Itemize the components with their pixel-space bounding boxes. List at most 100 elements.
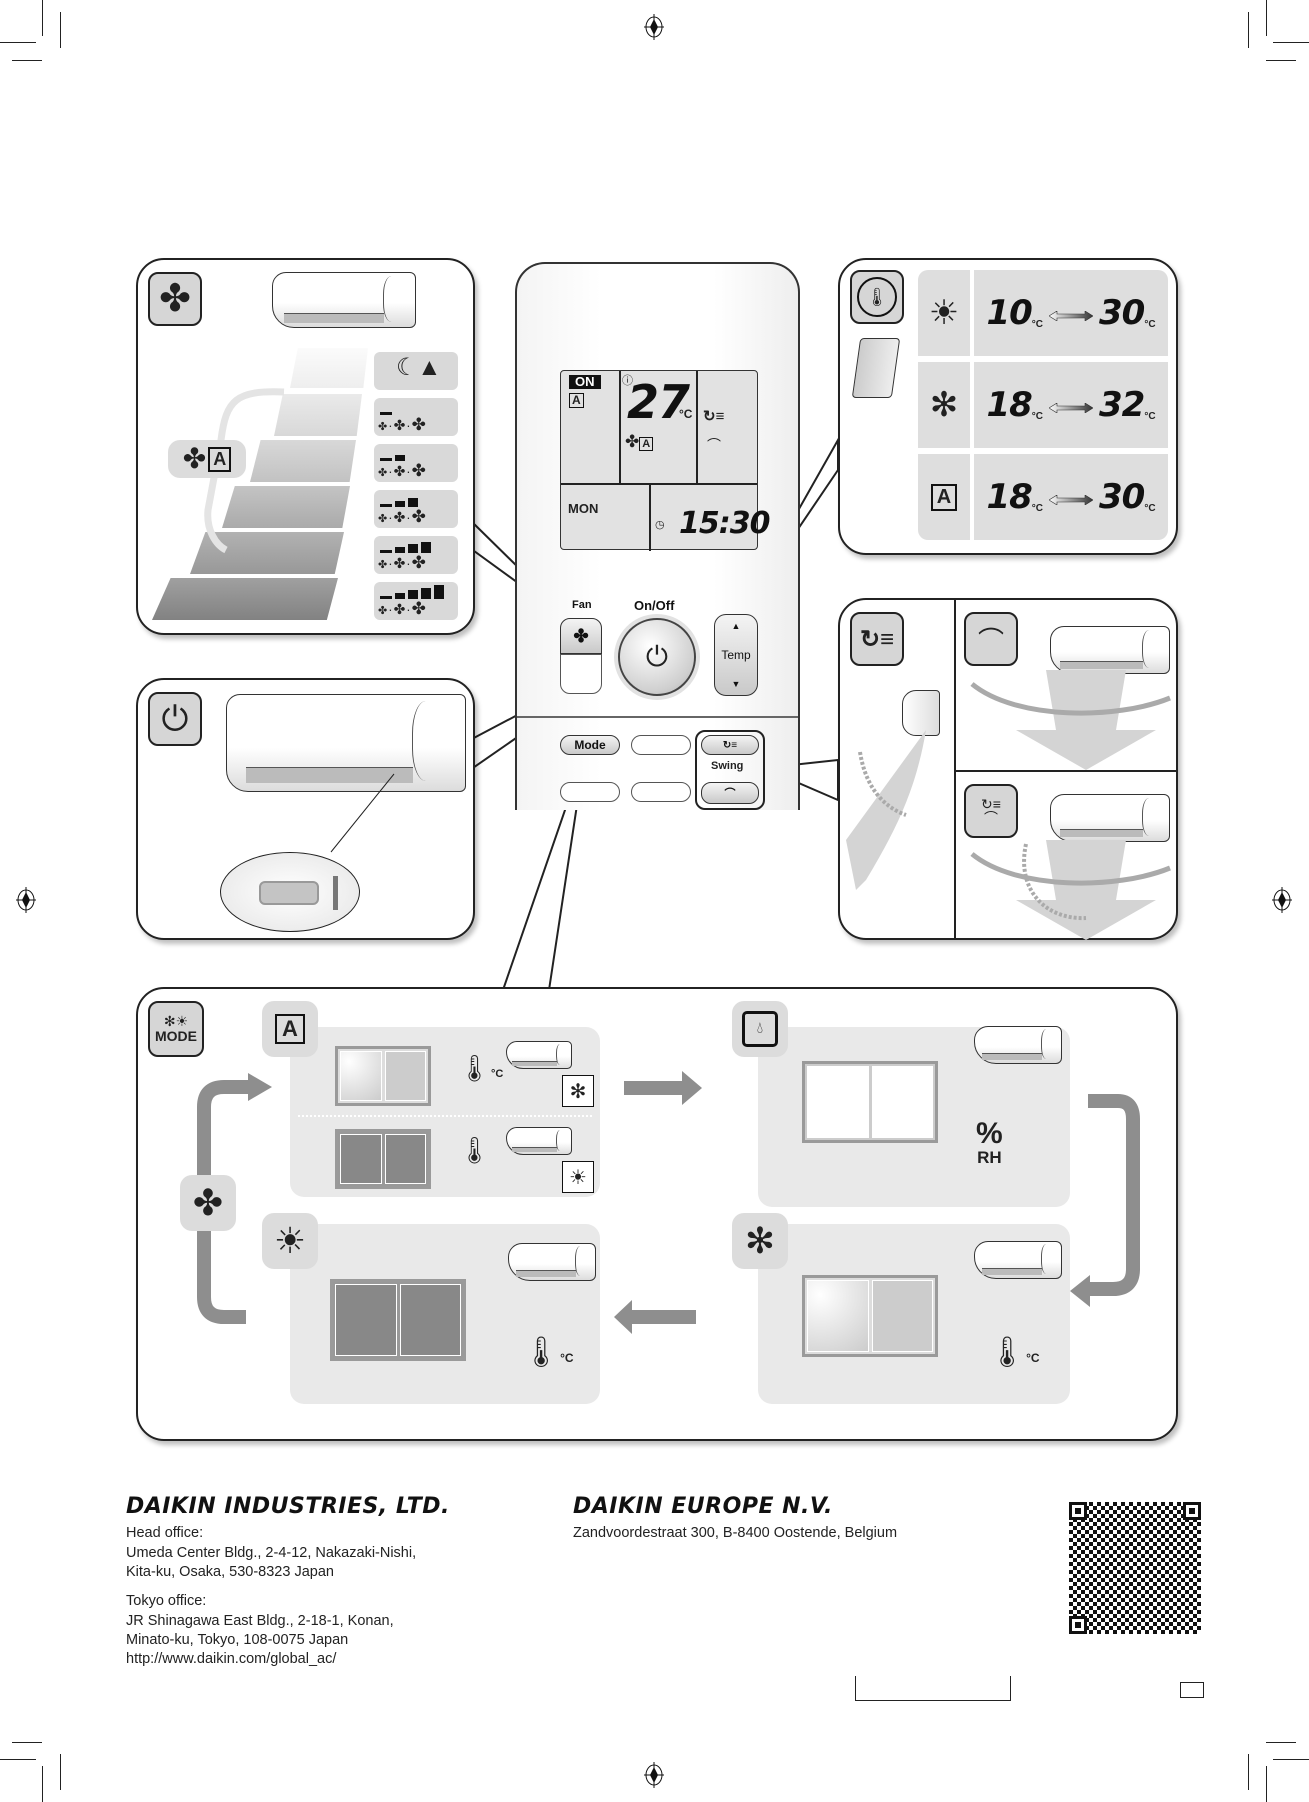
crop-mark [12, 1742, 42, 1743]
snowflake-icon: ✻ [562, 1075, 594, 1107]
temp-row-icon-cool: ✻ [918, 362, 970, 448]
indoor-unit-heating [508, 1243, 596, 1281]
temp-min: 18 [986, 385, 1032, 425]
fan-button-label: Fan [572, 599, 592, 611]
temp-unit: °C [1144, 503, 1156, 514]
fan-button[interactable]: ✤ [560, 618, 602, 654]
head-office-label: Head office: [126, 1525, 204, 1541]
horizontal-swing-icon: ⌒ [707, 437, 721, 453]
snowflake-icon: ✻ [744, 1220, 776, 1261]
thermometer-icon: 🌡︎ [857, 277, 897, 317]
operation-mode-panel: ✻☀ MODE A 🌡︎°C ✻ 🌡︎ ☀ 💧︎ % RH ✻ 🌡︎°C ☀ 🌡… [136, 987, 1178, 1441]
blank-button[interactable] [631, 782, 691, 802]
arrow-auto-to-dry [624, 1081, 682, 1095]
vertical-swing-icon: ↻≡ [859, 625, 895, 653]
speed-option-level-5: ✤·✤·✤ [374, 582, 458, 620]
power-on-badge: ON [569, 375, 601, 389]
mode-badge-label: MODE [155, 1028, 197, 1044]
vertical-swing-badge: ↻≡ [850, 612, 904, 666]
double-arrow-icon [1048, 492, 1094, 506]
crop-mark [1248, 1754, 1249, 1790]
arrow-heat-to-fan [197, 1231, 246, 1324]
speed-bar [421, 541, 431, 553]
vertical-swing-icon: ↻≡ [703, 408, 725, 425]
3d-swing-badge: ↻≡⌒ [964, 784, 1018, 838]
sun-icon: ☀ [562, 1161, 594, 1193]
temp-down-icon[interactable]: ▼ [731, 679, 741, 689]
speed-bar [421, 587, 431, 599]
mode-button[interactable]: Mode [560, 735, 620, 755]
temp-unit: °C [679, 407, 693, 421]
temp-unit: °C [1144, 319, 1156, 330]
3d-airflow-illustration [970, 840, 1171, 940]
speed-bar [395, 592, 405, 599]
speed-bar [408, 498, 418, 507]
fan-scale-icon: ✤·✤·✤ [378, 507, 427, 526]
speed-bars-icon [380, 493, 418, 507]
page-marker-box [1180, 1682, 1204, 1698]
speed-bar [380, 504, 392, 507]
thermometer-icon: ⓘ [622, 375, 633, 387]
vertical-swing-button[interactable]: ↻≡ [701, 735, 759, 755]
speed-bar [380, 412, 392, 415]
crop-mark [1266, 1766, 1267, 1802]
thermometer-up-icon: 🌡︎ [458, 1135, 492, 1165]
clock-time: 15:30 [679, 506, 770, 541]
crop-mark [12, 60, 42, 61]
crop-mark [60, 1754, 61, 1790]
operation-lamp [259, 881, 319, 905]
temp-max: 30 [1099, 477, 1145, 517]
speed-bars-icon [380, 401, 392, 415]
auto-mode-icon: A [930, 483, 958, 511]
indicator-bar [333, 876, 338, 910]
fan-auto-badge: ✤ A [168, 440, 246, 478]
speed-bar [380, 458, 392, 461]
on-off-button[interactable]: ⏻ [618, 618, 696, 696]
fan-mode-badge: ✤ [180, 1175, 236, 1231]
indoor-unit-cooling [974, 1241, 1062, 1279]
tokyo-office-label: Tokyo office: [126, 1593, 207, 1609]
rh-label: RH [977, 1148, 1002, 1167]
blank-button[interactable] [631, 735, 691, 755]
horizontal-swing-icon: ⌒ [977, 625, 1004, 656]
swing-button-group: ↻≡ Swing ⌒ [695, 730, 765, 810]
window-rainy [802, 1061, 938, 1143]
horizontal-swing-button[interactable]: ⌒ [701, 782, 759, 804]
crop-mark [1266, 0, 1267, 36]
zoom-pointer-line [330, 773, 395, 853]
temp-unit: °C [560, 1351, 574, 1365]
fan-scale-icon: ✤·✤·✤ [378, 553, 427, 572]
temp-up-icon[interactable]: ▲ [731, 621, 741, 631]
mode-button-label: Mode [574, 738, 606, 752]
power-panel: ⏻ [136, 678, 475, 940]
temp-unit: °C [491, 1068, 504, 1080]
fan-icon: ✤ [192, 1182, 224, 1223]
window-snowy [335, 1129, 431, 1189]
snowflake-icon: ✻ [929, 386, 959, 424]
indoor-unit-illustration [1050, 794, 1170, 842]
vertical-airflow-illustration [846, 730, 926, 890]
crop-mark [1273, 1759, 1309, 1760]
registration-mark-top [644, 14, 664, 40]
temp-button[interactable]: ▲ Temp ▼ [714, 614, 758, 696]
arrow-fan-to-auto [197, 1080, 250, 1175]
vertical-swing-icon: ↻≡ [722, 739, 738, 751]
window-snowy [330, 1279, 466, 1361]
horizontal-swing-icon: ⌒ [724, 788, 736, 800]
thermometer-icon-badge: 🌡︎ [850, 270, 904, 324]
on-off-button-label: On/Off [634, 598, 675, 613]
arrow-dry-to-cool [1088, 1094, 1140, 1296]
document-number-box [855, 1676, 1011, 1701]
percent-symbol: % [976, 1117, 1003, 1150]
temp-unit: °C [1144, 411, 1156, 422]
3d-swing-icon: ↻≡⌒ [981, 796, 1001, 826]
blank-button[interactable] [560, 782, 620, 802]
qr-code[interactable] [1069, 1502, 1201, 1634]
temp-label: Temp [721, 648, 751, 662]
speed-bar [408, 544, 418, 553]
indoor-unit-heating [506, 1127, 572, 1155]
registration-mark-right [1272, 887, 1292, 913]
